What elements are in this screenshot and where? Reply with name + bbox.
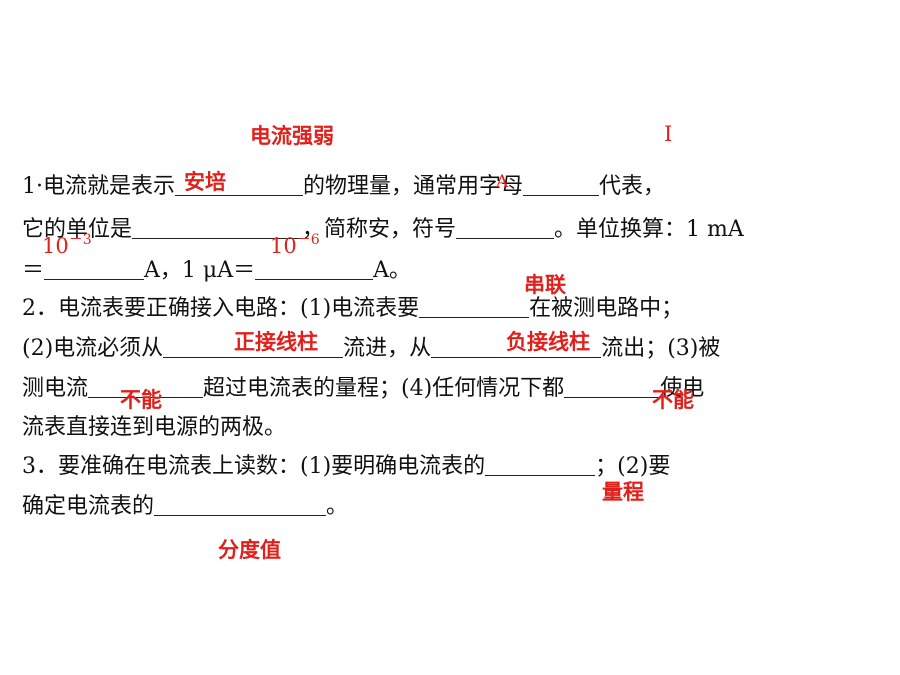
q1-line-2: 它的单位是 ，简称安，符号 。单位换算：1 mA [22,215,744,245]
q2-text: 流出；(3)被 [601,336,721,361]
answer-ten-neg6-base: 10 [270,234,297,258]
answer-ten-neg6-exp: －6 [296,232,320,248]
answer-ten-neg3: 10－3 [42,228,92,258]
answer-ten-neg6: 10－6 [270,228,320,258]
answer-range: 量程 [602,480,644,504]
blank-current-meaning[interactable] [175,173,303,196]
q1-text: A。 [373,258,411,283]
q2-text: 流表直接连到电源的两极。 [22,415,287,440]
answer-series: 串联 [524,273,566,297]
answer-ten-neg3-exp: －3 [68,232,92,248]
answer-positive-terminal: 正接线柱 [234,330,318,354]
answer-symbol-i: I [664,122,673,146]
answer-current-strength: 电流强弱 [250,124,334,148]
blank-must-not-exceed[interactable] [88,375,204,398]
q1-line-1: 1·电流就是表示 的物理量，通常用字母 代表， [22,172,665,202]
q3-line-1: 3．要准确在电流表上读数：(1)要明确电流表的 ；(2)要 [22,452,670,482]
q2-text: 使电 [660,376,705,401]
blank-connection[interactable] [419,295,530,318]
q1-text: A，1 μA＝ [144,258,256,283]
q3-text: 确定电流表的 [22,494,155,519]
q2-text: 测电流 [22,376,89,401]
answer-division-value: 分度值 [218,538,281,562]
q1-text: ＝ [22,258,45,283]
q2-line-2: (2)电流必须从 流进，从 流出；(3)被 [22,334,720,364]
q2-line-3: 测电流 超过电流表的量程；(4)任何情况下都 使电 [22,374,704,404]
answer-negative-terminal: 负接线柱 [506,330,590,354]
q2-line-4: 流表直接连到电源的两极。 [22,413,286,443]
answer-cannot-2: 不能 [652,388,694,412]
q3-text: ；(2)要 [595,454,671,479]
q2-text: 在被测电路中； [529,296,684,321]
blank-current-unit[interactable] [132,216,303,239]
blank-ua-to-a[interactable] [255,257,374,280]
answer-symbol-a: A [496,172,509,192]
blank-out-terminal[interactable] [431,335,602,358]
q3-text: 3．要准确在电流表上读数：(1)要明确电流表的 [22,454,486,479]
q3-text: 。 [326,494,349,519]
blank-must-not-connect[interactable] [564,375,661,398]
blank-ma-to-a[interactable] [44,257,145,280]
q1-text: 它的单位是 [22,217,133,242]
answer-ampere: 安培 [184,170,226,194]
answer-ten-neg3-base: 10 [42,234,69,258]
blank-unit-symbol[interactable] [456,216,555,239]
q3-line-2: 确定电流表的 。 [22,492,348,522]
q1-text: 1·电流就是表示 [22,174,175,199]
blank-division-value[interactable] [154,493,327,516]
q2-text: 流进，从 [343,336,432,361]
blank-current-letter[interactable] [523,173,600,196]
q2-text: 2．电流表要正确接入电路：(1)电流表要 [22,296,420,321]
q2-line-1: 2．电流表要正确接入电路：(1)电流表要 在被测电路中； [22,294,683,324]
q1-text: 。单位换算：1 mA [554,217,744,242]
blank-in-terminal[interactable] [163,335,344,358]
q1-text: ，简称安，符号 [302,217,457,242]
q1-line-3: ＝ A，1 μA＝ A。 [22,256,411,286]
q1-text: 代表， [599,174,666,199]
q1-text: 的物理量，通常用字母 [303,174,524,199]
q2-text: (2)电流必须从 [22,336,164,361]
answer-cannot-1: 不能 [120,388,162,412]
q2-text: 超过电流表的量程；(4)任何情况下都 [203,376,565,401]
blank-meter-range[interactable] [485,453,596,476]
